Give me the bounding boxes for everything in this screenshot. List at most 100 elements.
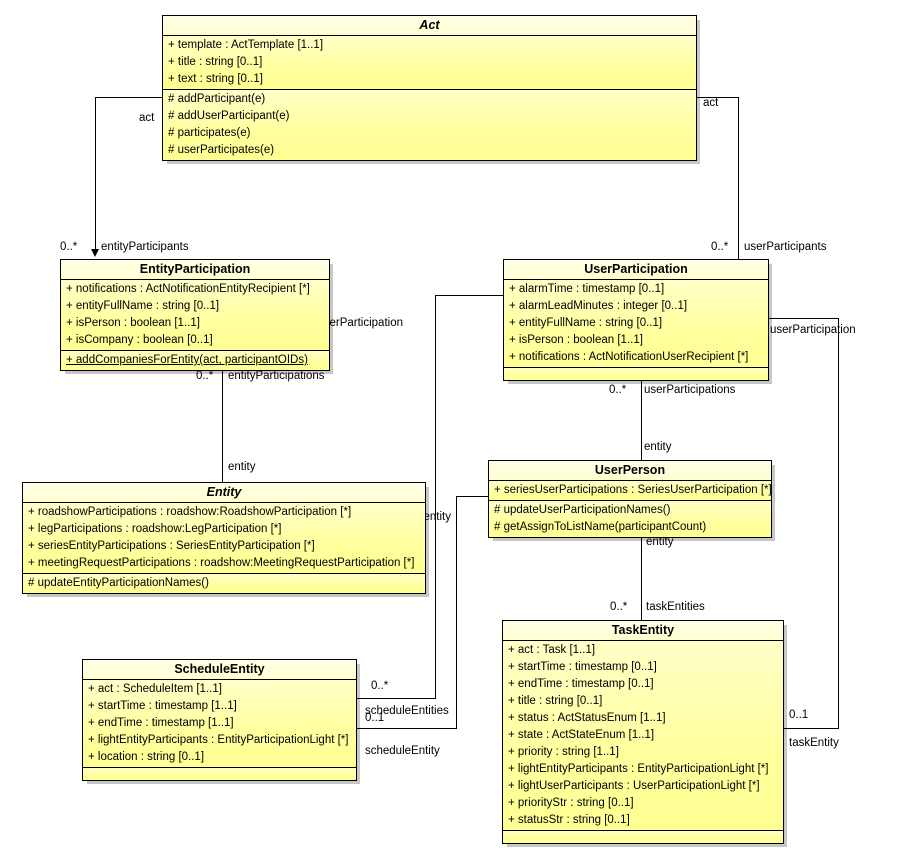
class-operations-scheduleentity bbox=[83, 768, 356, 780]
edge-label-user-participants-mult: 0..* bbox=[711, 241, 729, 253]
class-attribute: + title : string [0..1] bbox=[508, 695, 603, 707]
class-operation: # addParticipant(e) bbox=[168, 93, 266, 105]
class-attribute: + endTime : timestamp [1..1] bbox=[88, 717, 234, 729]
class-operations-userparticipation bbox=[504, 368, 768, 380]
edge-label-task-entity-role: taskEntity bbox=[789, 737, 839, 749]
edge-label-act-left-role: act bbox=[139, 112, 155, 124]
edge-userperson-taskentity-vertical bbox=[641, 525, 642, 620]
edge-label-user-participations-role: userParticipations bbox=[644, 384, 736, 396]
class-attribute: + startTime : timestamp [0..1] bbox=[508, 661, 657, 673]
class-title-act: Act bbox=[163, 16, 696, 36]
class-attribute: + act : ScheduleItem [1..1] bbox=[88, 683, 222, 695]
class-attribute: + status : ActStatusEnum [1..1] bbox=[508, 712, 666, 724]
edge-userparticipation-scheduleentity-bottom bbox=[357, 698, 436, 699]
edge-userparticipation-scheduleentity-vertical bbox=[435, 295, 436, 699]
class-box-scheduleentity[interactable]: ScheduleEntity + act : ScheduleItem [1..… bbox=[82, 659, 357, 781]
edge-label-act-right-role: act bbox=[703, 97, 719, 109]
edge-userparticipation-userperson-vertical bbox=[641, 378, 642, 460]
class-attribute: + seriesUserParticipations : SeriesUserP… bbox=[494, 484, 771, 496]
edge-label-user-participation-role-right: userParticipation bbox=[770, 324, 856, 336]
class-title-scheduleentity: ScheduleEntity bbox=[83, 660, 356, 680]
class-operation: # userParticipates(e) bbox=[168, 144, 275, 156]
class-attribute: + entityFullName : string [0..1] bbox=[509, 317, 663, 329]
class-attribute: + location : string [0..1] bbox=[88, 751, 205, 763]
edge-label-entity-participants-mult: 0..* bbox=[60, 241, 78, 253]
class-attribute: + priorityStr : string [0..1] bbox=[508, 797, 634, 809]
edge-label-entity-role-right: entity bbox=[644, 441, 672, 453]
edge-label-task-entity-mult: 0..1 bbox=[789, 709, 809, 721]
class-attribute: + startTime : timestamp [1..1] bbox=[88, 700, 237, 712]
class-attribute: + seriesEntityParticipations : SeriesEnt… bbox=[28, 540, 315, 552]
class-operations-taskentity bbox=[503, 831, 783, 843]
class-attributes-userparticipation: + alarmTime : timestamp [0..1] + alarmLe… bbox=[504, 280, 768, 368]
class-operations-entity: # updateEntityParticipationNames() bbox=[23, 574, 425, 593]
edge-label-entity-role-left: entity bbox=[228, 461, 256, 473]
class-attributes-entityparticipation: + notifications : ActNotificationEntityR… bbox=[61, 280, 329, 351]
edge-act-entityparticipation-vertical bbox=[95, 97, 96, 249]
class-operation: # participates(e) bbox=[168, 127, 251, 139]
class-attributes-userperson: + seriesUserParticipations : SeriesUserP… bbox=[489, 481, 771, 501]
class-operation: # updateUserParticipationNames() bbox=[494, 504, 671, 516]
class-attribute: + alarmTime : timestamp [0..1] bbox=[509, 283, 665, 295]
class-attributes-entity: + roadshowParticipations : roadshow:Road… bbox=[23, 503, 425, 574]
edge-userperson-scheduleentity-top bbox=[456, 496, 503, 497]
class-attribute: + endTime : timestamp [0..1] bbox=[508, 678, 654, 690]
class-attribute: + statusStr : string [0..1] bbox=[508, 814, 630, 826]
edge-label-schedule-entities-role: scheduleEntities bbox=[365, 705, 449, 717]
class-attribute: + text : string [0..1] bbox=[168, 73, 263, 85]
class-box-act[interactable]: Act + template : ActTemplate [1..1] + ti… bbox=[162, 15, 697, 161]
class-attributes-scheduleentity: + act : ScheduleItem [1..1] + startTime … bbox=[83, 680, 356, 768]
class-attribute: + lightEntityParticipants : EntityPartic… bbox=[88, 734, 349, 746]
class-attribute: + meetingRequestParticipations : roadsho… bbox=[28, 557, 415, 569]
class-attribute: + lightEntityParticipants : EntityPartic… bbox=[508, 763, 769, 775]
class-attribute: + entityFullName : string [0..1] bbox=[66, 300, 220, 312]
class-operations-entityparticipation: + addCompaniesForEntity(act, participant… bbox=[61, 351, 329, 370]
edge-label-user-participants-role: userParticipants bbox=[744, 241, 827, 253]
edge-label-schedule-entity-mult: 0..1 bbox=[365, 712, 385, 724]
class-title-entityparticipation: EntityParticipation bbox=[61, 260, 329, 280]
edge-userperson-scheduleentity-bottom bbox=[357, 728, 457, 729]
class-attribute: + state : ActStateEnum [1..1] bbox=[508, 729, 655, 741]
class-title-userparticipation: UserParticipation bbox=[504, 260, 768, 280]
edge-userparticipation-taskentity-vertical bbox=[838, 318, 839, 728]
edge-userperson-scheduleentity-vertical bbox=[456, 496, 457, 728]
class-operation: # getAssignToListName(participantCount) bbox=[494, 521, 707, 533]
class-box-taskentity[interactable]: TaskEntity + act : Task [1..1] + startTi… bbox=[502, 620, 784, 844]
edge-label-entity-role-schedule: entity bbox=[423, 511, 452, 523]
edge-label-task-entities-role: taskEntities bbox=[646, 601, 705, 613]
class-box-entity[interactable]: Entity + roadshowParticipations : roadsh… bbox=[22, 482, 426, 594]
class-attributes-taskentity: + act : Task [1..1] + startTime : timest… bbox=[503, 641, 783, 831]
class-operations-userperson: # updateUserParticipationNames() # getAs… bbox=[489, 501, 771, 537]
class-attribute: + roadshowParticipations : roadshow:Road… bbox=[28, 506, 352, 518]
edge-userparticipation-scheduleentity-top bbox=[435, 295, 503, 296]
class-attribute: + alarmLeadMinutes : integer [0..1] bbox=[509, 300, 688, 312]
class-title-entity: Entity bbox=[23, 483, 425, 503]
edge-label-entity-participations-role: entityParticipations bbox=[228, 370, 325, 382]
class-attribute: + isPerson : boolean [1..1] bbox=[509, 334, 643, 346]
edge-label-task-entities-mult: 0..* bbox=[610, 601, 628, 613]
class-attribute: + title : string [0..1] bbox=[168, 56, 263, 68]
class-attribute: + legParticipations : roadshow:LegPartic… bbox=[28, 523, 282, 535]
edge-act-userparticipation-vertical bbox=[738, 97, 739, 259]
edge-label-entity-participations-mult: 0..* bbox=[196, 370, 214, 382]
class-box-userperson[interactable]: UserPerson + seriesUserParticipations : … bbox=[488, 460, 772, 538]
edge-label-schedule-entity-role: scheduleEntity bbox=[365, 745, 440, 757]
edge-act-userparticipation-horizontal bbox=[697, 97, 738, 98]
class-attribute: + act : Task [1..1] bbox=[508, 644, 596, 656]
edge-label-entity-participants-role: entityParticipants bbox=[101, 241, 189, 253]
class-attributes-act: + template : ActTemplate [1..1] + title … bbox=[163, 36, 696, 90]
class-box-userparticipation[interactable]: UserParticipation + alarmTime : timestam… bbox=[503, 259, 769, 381]
class-attribute: + lightUserParticipants : UserParticipat… bbox=[508, 780, 760, 792]
class-operation: # addUserParticipant(e) bbox=[168, 110, 290, 122]
class-attribute: + notifications : ActNotificationEntityR… bbox=[66, 283, 310, 295]
class-box-entityparticipation[interactable]: EntityParticipation + notifications : Ac… bbox=[60, 259, 330, 371]
edge-label-schedule-entities-mult: 0..* bbox=[371, 680, 389, 692]
class-operation: # updateEntityParticipationNames() bbox=[28, 577, 209, 589]
arrowhead-entityparticipation bbox=[91, 249, 99, 257]
edge-label-user-participations-mult: 0..* bbox=[609, 384, 627, 396]
edge-label-user-participation-role-mid: userParticipation bbox=[317, 317, 403, 329]
edge-label-entity-role-mid: entity bbox=[646, 536, 674, 548]
class-title-taskentity: TaskEntity bbox=[503, 621, 783, 641]
edge-act-entityparticipation-horizontal bbox=[95, 97, 163, 98]
